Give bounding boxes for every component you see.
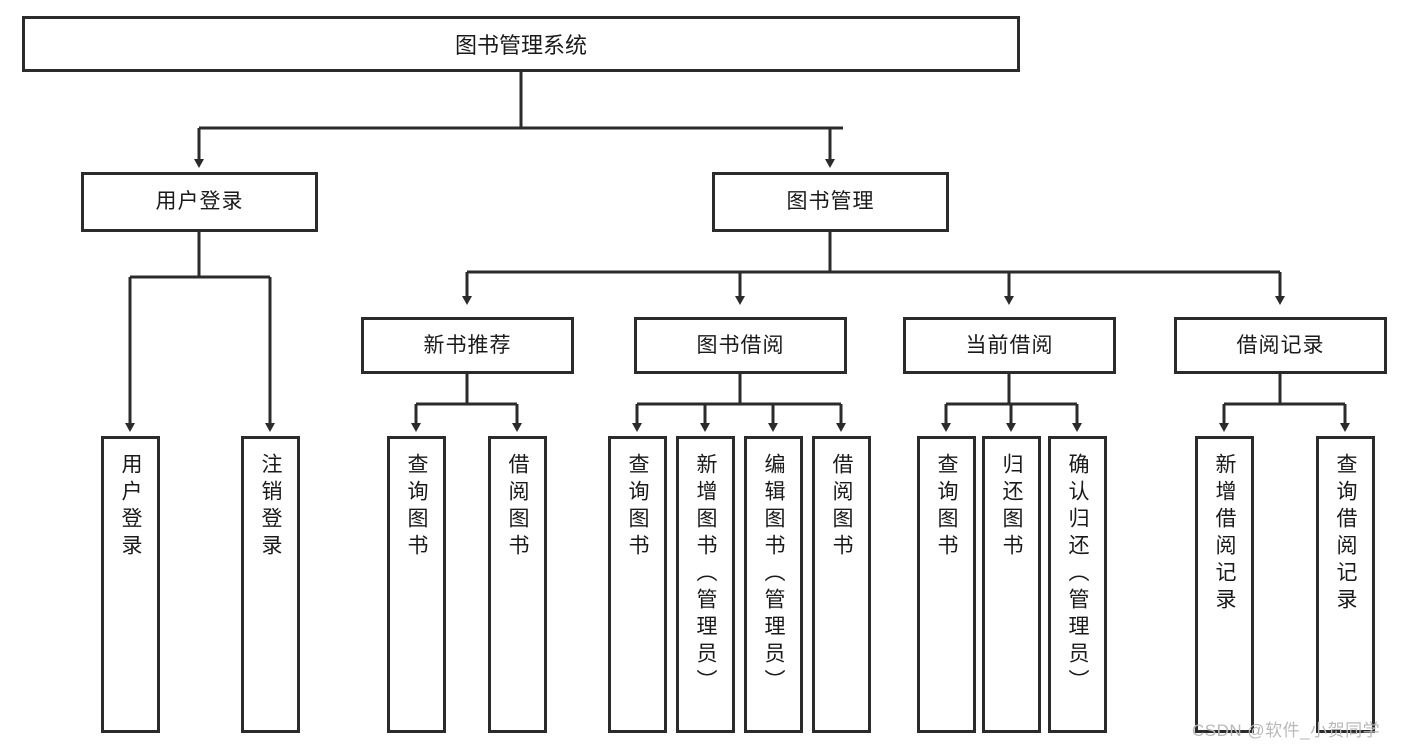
leaf-add-book-admin[interactable]: 新增图书（管理员） xyxy=(676,436,735,733)
node-user-login[interactable]: 用户登录 xyxy=(81,172,318,232)
node-label: 确认归还（管理员） xyxy=(1066,453,1089,696)
leaf-return-book[interactable]: 归还图书 xyxy=(982,436,1041,733)
node-root-book-management-system[interactable]: 图书管理系统 xyxy=(22,16,1020,72)
leaf-logout[interactable]: 注销登录 xyxy=(241,436,300,733)
node-label: 图书管理 xyxy=(786,190,875,214)
leaf-user-login[interactable]: 用户登录 xyxy=(101,436,160,733)
node-book-management[interactable]: 图书管理 xyxy=(712,172,949,232)
node-label: 借阅图书 xyxy=(830,453,853,561)
node-label: 当前借阅 xyxy=(965,333,1054,357)
node-label: 查询借阅记录 xyxy=(1334,453,1357,615)
node-label: 编辑图书（管理员） xyxy=(762,453,785,696)
node-label: 查询图书 xyxy=(626,453,649,561)
node-book-borrow[interactable]: 图书借阅 xyxy=(634,317,847,374)
watermark: CSDN @软件_小贺同学 xyxy=(1192,721,1381,740)
node-label: 图书管理系统 xyxy=(454,33,587,58)
node-label: 注销登录 xyxy=(259,453,282,561)
leaf-query-borrow-record[interactable]: 查询借阅记录 xyxy=(1316,436,1375,733)
leaf-add-borrow-record[interactable]: 新增借阅记录 xyxy=(1195,436,1254,733)
node-label: 归还图书 xyxy=(1000,453,1023,561)
node-label: 图书借阅 xyxy=(696,333,785,357)
leaf-borrow-book-recommend[interactable]: 借阅图书 xyxy=(488,436,547,733)
node-new-book-recommend[interactable]: 新书推荐 xyxy=(361,317,574,374)
leaf-borrow-book[interactable]: 借阅图书 xyxy=(812,436,871,733)
node-label: 新增图书（管理员） xyxy=(694,453,717,696)
leaf-edit-book-admin[interactable]: 编辑图书（管理员） xyxy=(744,436,803,733)
node-label: 查询图书 xyxy=(935,453,958,561)
leaf-query-book-current[interactable]: 查询图书 xyxy=(917,436,976,733)
node-label: 用户登录 xyxy=(119,453,142,561)
node-label: 借阅图书 xyxy=(506,453,529,561)
node-current-borrow[interactable]: 当前借阅 xyxy=(903,317,1116,374)
leaf-confirm-return-admin[interactable]: 确认归还（管理员） xyxy=(1048,436,1107,733)
node-label: 新书推荐 xyxy=(423,333,512,357)
node-label: 查询图书 xyxy=(405,453,428,561)
node-label: 借阅记录 xyxy=(1236,333,1325,357)
node-label: 用户登录 xyxy=(155,190,244,214)
node-label: 新增借阅记录 xyxy=(1213,453,1236,615)
node-borrow-record[interactable]: 借阅记录 xyxy=(1174,317,1387,374)
leaf-query-book-recommend[interactable]: 查询图书 xyxy=(387,436,446,733)
leaf-query-book-borrow[interactable]: 查询图书 xyxy=(608,436,667,733)
